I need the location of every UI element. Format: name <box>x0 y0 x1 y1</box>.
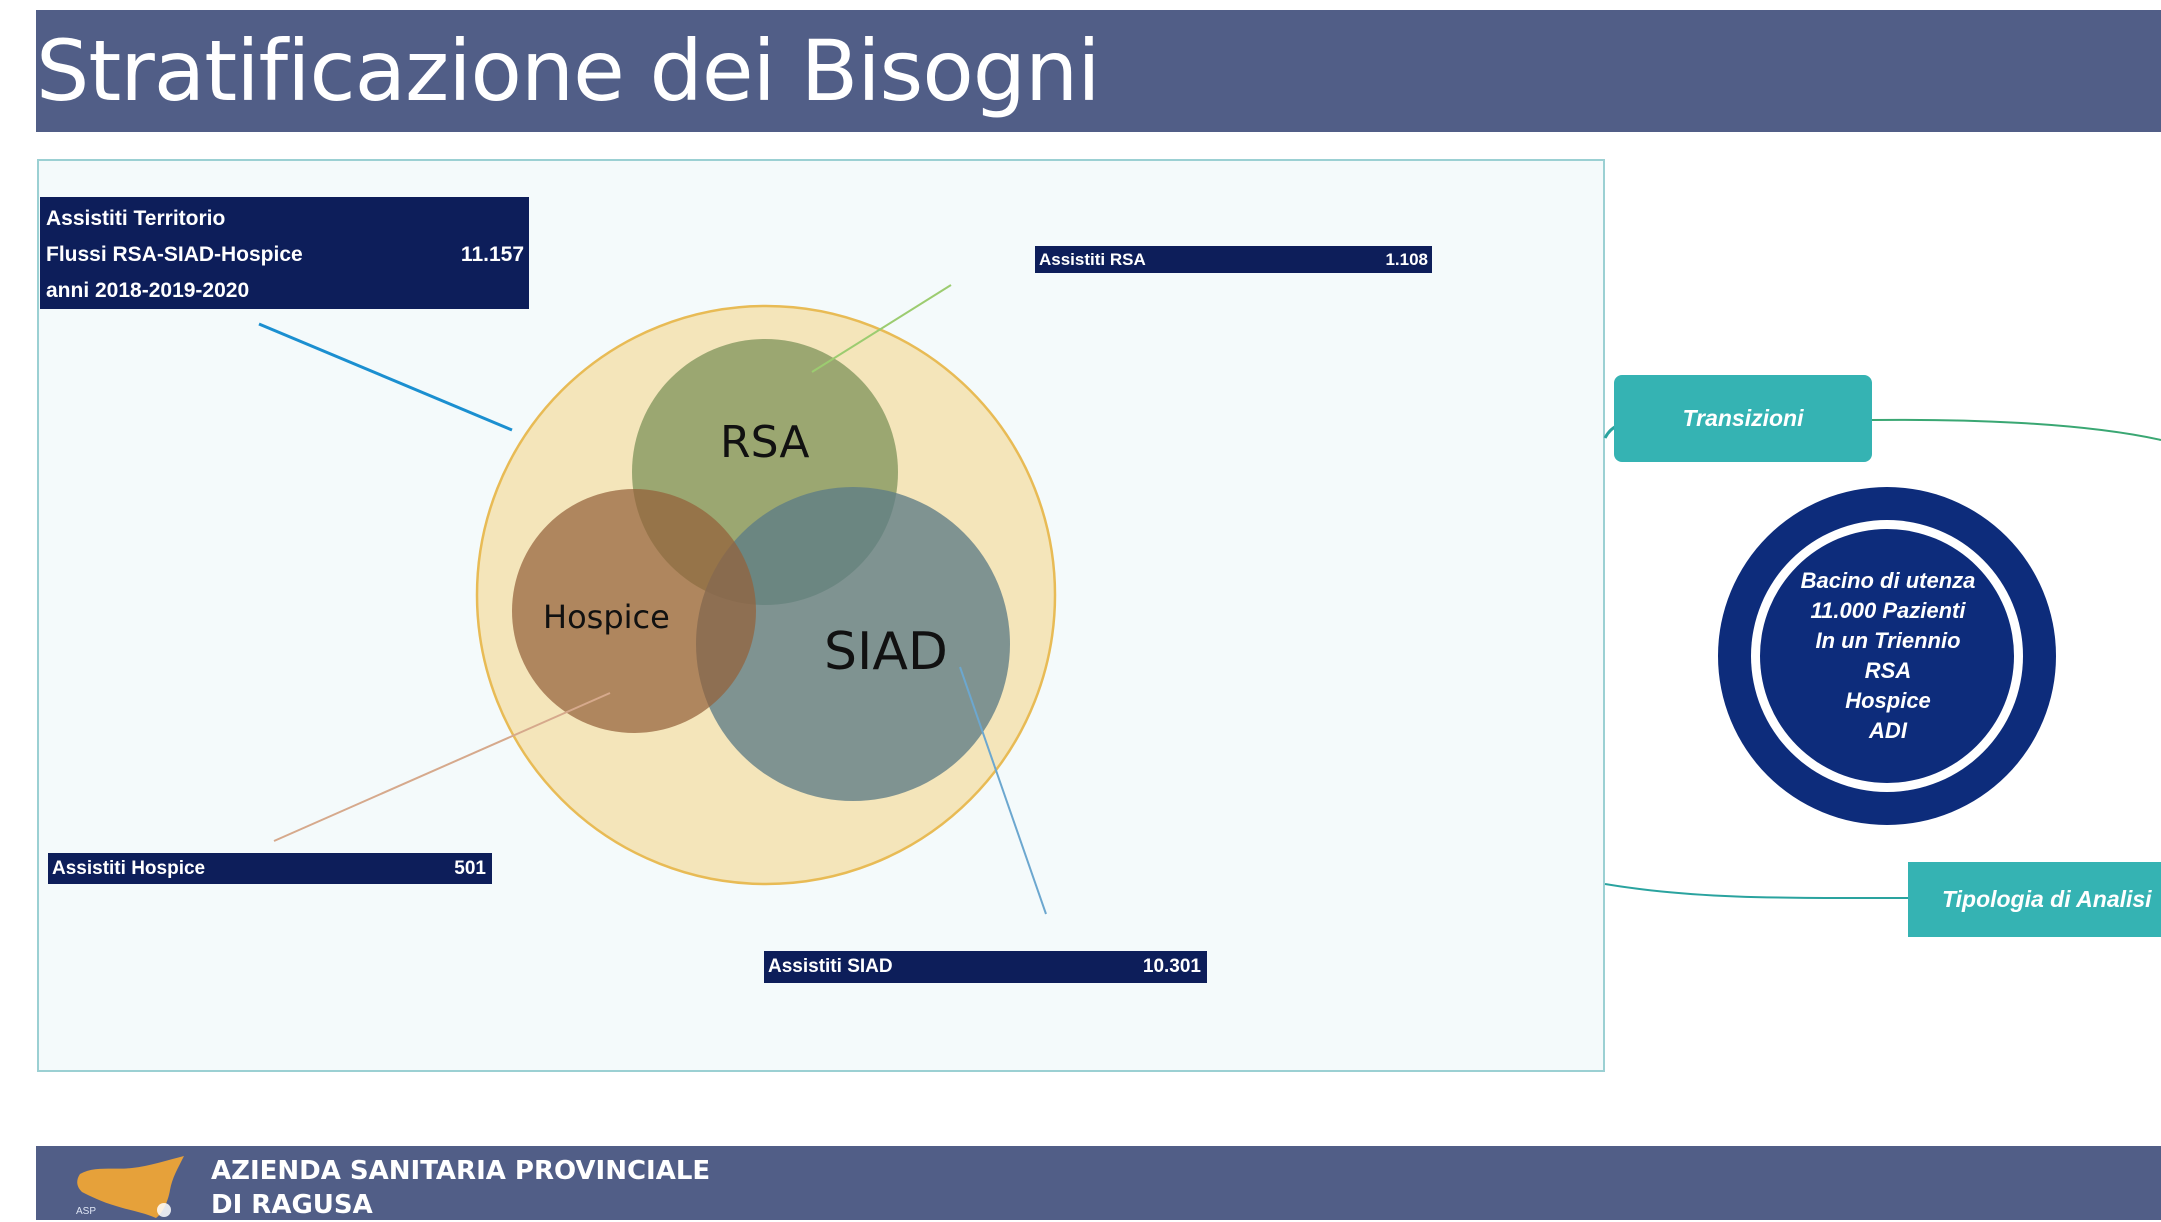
totals-leader-line <box>258 322 513 432</box>
hospice-callout: Assistiti Hospice 501 <box>48 853 492 884</box>
tipologia-connector <box>1604 883 1909 900</box>
footer-bar: ASP AZIENDA SANITARIA PROVINCIALE DI RAG… <box>36 1146 2161 1220</box>
tipologia-analisi-button[interactable]: Tipologia di Analisi <box>1908 862 2161 937</box>
logo-small-text: ASP <box>76 1206 96 1217</box>
transizioni-button[interactable]: Transizioni <box>1614 375 1872 462</box>
sicily-logo-icon: ASP <box>76 1156 184 1218</box>
totals-line-3: anni 2018-2019-2020 <box>46 279 250 302</box>
footer-line-2: DI RAGUSA <box>211 1190 373 1220</box>
bacino-line-2: 11.000 Pazienti <box>1810 598 1966 623</box>
hospice-circle <box>512 489 756 733</box>
bacino-line-4: RSA <box>1864 658 1912 683</box>
page-title: Stratificazione dei Bisogni <box>36 22 1101 120</box>
siad-callout-label: Assistiti SIAD <box>768 956 893 977</box>
totals-line-2: Flussi RSA-SIAD-Hospice <box>46 243 303 266</box>
bacino-line-5: Hospice <box>1845 688 1931 713</box>
bacino-line-6: ADI <box>1869 718 1907 743</box>
footer-line-1: AZIENDA SANITARIA PROVINCIALE <box>211 1156 711 1186</box>
bacino-line-1: Bacino di utenza <box>1800 568 1976 593</box>
siad-circle <box>696 487 1010 801</box>
venn-label-siad: SIAD <box>824 622 948 682</box>
totals-line-1: Assistiti Territorio <box>46 207 226 230</box>
transizioni-out-line <box>1869 418 2161 441</box>
rsa-leader-line <box>811 284 952 373</box>
venn-label-rsa: RSA <box>720 417 810 468</box>
rsa-callout: Assistiti RSA 1.108 <box>1035 246 1432 273</box>
hospice-callout-value: 501 <box>454 857 486 879</box>
title-bar: Stratificazione dei Bisogni <box>36 10 2161 132</box>
bacino-inner-circle <box>1760 529 2014 783</box>
siad-leader-line <box>959 666 1047 915</box>
hospice-leader-line <box>273 692 611 842</box>
rsa-callout-label: Assistiti RSA <box>1039 249 1146 269</box>
siad-callout-value: 10.301 <box>1142 956 1201 977</box>
bacino-text: Bacino di utenza 11.000 Pazienti In un T… <box>1752 566 2024 746</box>
siad-callout: Assistiti SIAD 10.301 <box>764 951 1207 983</box>
footer-org-name: AZIENDA SANITARIA PROVINCIALE DI RAGUSA <box>211 1154 710 1222</box>
bacino-line-3: In un Triennio <box>1815 628 1961 653</box>
hospice-callout-label: Assistiti Hospice <box>52 857 206 879</box>
venn-label-hospice: Hospice <box>543 598 670 636</box>
rsa-callout-value: 1.108 <box>1385 249 1428 269</box>
totals-value: 11.157 <box>460 243 524 266</box>
totals-box: Assistiti Territorio Flussi RSA-SIAD-Hos… <box>40 197 529 309</box>
